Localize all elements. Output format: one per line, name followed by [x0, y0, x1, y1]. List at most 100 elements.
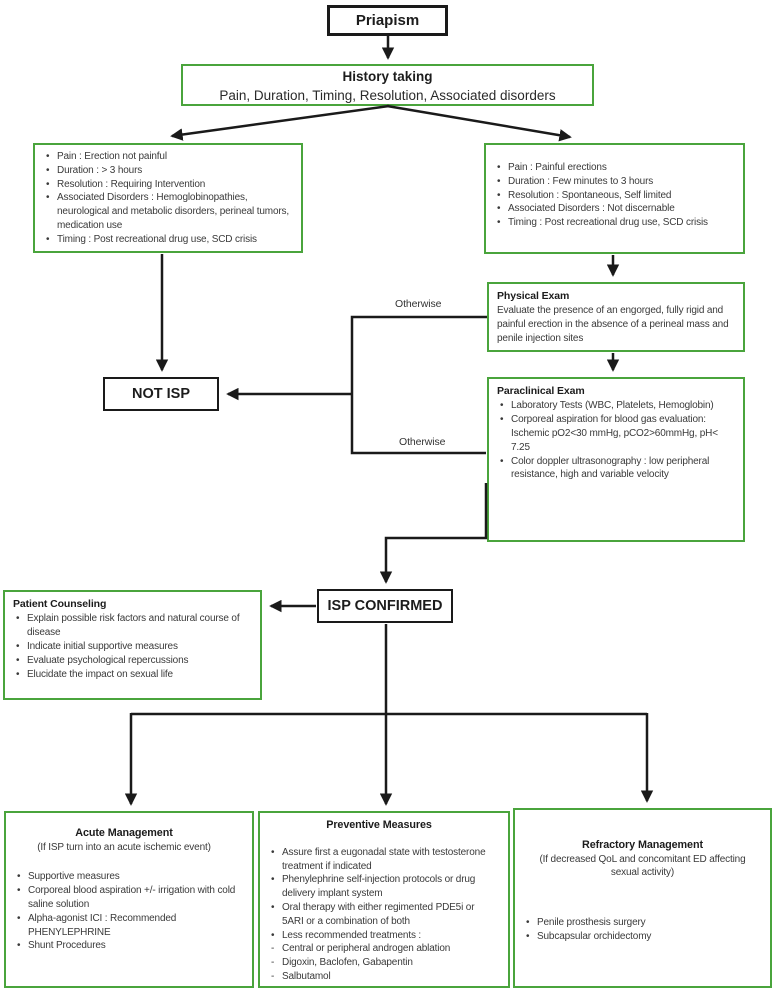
otherwise-label-top: Otherwise [395, 298, 442, 310]
bullet-marker: • [500, 455, 504, 467]
bullet-item: • Elucidate the impact on sexual life [5, 668, 246, 682]
bullet-text: Subcapsular orchidectomy [537, 930, 652, 942]
ischemic-criteria-node: • Pain : Painful erections • Duration : … [484, 143, 745, 254]
bullet-item: • Resolution : Spontaneous, Self limited [486, 189, 741, 203]
preventive-title: Preventive Measures [326, 819, 432, 831]
acute-title: Acute Management [75, 827, 173, 839]
criteria-list: • Pain : Painful erections • Duration : … [486, 161, 741, 230]
criteria-list: • Pain : Erection not painful • Duration… [35, 150, 297, 247]
paraclinical-exam-title: Paraclinical Exam [497, 385, 585, 397]
refractory-subtitle: (If decreased QoL and concomitant ED aff… [539, 853, 746, 879]
bullet-marker: • [271, 902, 275, 914]
bullet-text: Pain : Painful erections [508, 162, 607, 173]
bullet-item: • Supportive measures [6, 870, 242, 884]
otherwise-label-bottom: Otherwise [399, 436, 446, 448]
bullet-text: Corporeal blood aspiration +/- irrigatio… [28, 885, 236, 910]
history-title: History taking [342, 69, 433, 84]
bullet-marker: • [17, 912, 21, 924]
bullet-item: - Central or peripheral androgen ablatio… [260, 942, 498, 956]
physical-exam-body: Evaluate the presence of an engorged, fu… [497, 305, 729, 345]
refractory-list: • Penile prosthesis surgery • Subcapsula… [515, 916, 770, 944]
bullet-text: Alpha-agonist ICI : Recommended PHENYLEP… [28, 912, 177, 938]
bullet-marker: • [271, 874, 275, 886]
preventive-measures-node: Preventive Measures • Assure first a eug… [258, 811, 510, 988]
bullet-item: • Explain possible risk factors and natu… [5, 612, 246, 640]
bullet-marker: - [271, 943, 275, 955]
bullet-item: - Salbutamol [260, 970, 498, 984]
bullet-text: Color doppler ultrasonography : low peri… [511, 455, 710, 481]
bullet-marker: • [46, 151, 50, 162]
bullet-text: Resolution : Spontaneous, Self limited [508, 189, 672, 201]
bullet-marker: • [497, 175, 501, 187]
bullet-marker: - [271, 957, 275, 969]
bullet-marker: • [497, 203, 501, 215]
bullet-item: • Evaluate psychological repercussions [5, 654, 246, 668]
bullet-text: Laboratory Tests (WBC, Platelets, Hemogl… [511, 400, 714, 412]
bullet-item: • Associated Disorders : Not discernable [486, 202, 741, 216]
patient-counseling-list: • Explain possible risk factors and natu… [5, 612, 246, 681]
bullet-item: • Corporeal aspiration for blood gas eva… [489, 413, 725, 454]
bullet-item: • Duration : Few minutes to 3 hours [486, 175, 741, 189]
bullet-item: • Timing : Post recreational drug use, S… [486, 216, 741, 230]
refractory-management-node: Refractory Management (If decreased QoL … [513, 808, 772, 988]
bullet-item: • Less recommended treatments : [260, 929, 498, 943]
history-taking-node: History taking Pain, Duration, Timing, R… [181, 64, 594, 106]
bullet-text: Assure first a eugonadal state with test… [282, 846, 486, 872]
bullet-text: Pain : Erection not painful [57, 151, 167, 162]
bullet-marker: • [17, 871, 21, 883]
bullet-marker: • [16, 654, 20, 666]
bullet-marker: • [497, 189, 501, 201]
patient-counseling-title: Patient Counseling [13, 598, 107, 610]
bullet-marker: • [526, 930, 530, 942]
acute-management-node: Acute Management (If ISP turn into an ac… [4, 811, 254, 988]
bullet-text: Digoxin, Baclofen, Gabapentin [282, 957, 413, 969]
bullet-item: • Subcapsular orchidectomy [515, 930, 770, 944]
bullet-marker: • [500, 414, 504, 426]
non-ischemic-criteria-node: • Pain : Erection not painful • Duration… [33, 143, 303, 253]
bullet-text: Penile prosthesis surgery [537, 916, 646, 928]
not-isp-node: NOT ISP [103, 377, 219, 411]
bullet-item: • Timing : Post recreational drug use, S… [35, 233, 297, 247]
bullet-marker: • [526, 916, 530, 928]
history-subtitle: Pain, Duration, Timing, Resolution, Asso… [219, 87, 556, 103]
acute-list: • Supportive measures • Corporeal blood … [6, 870, 242, 953]
bullet-text: Associated Disorders : Hemoglobinopathie… [57, 192, 290, 231]
bullet-marker: • [271, 929, 275, 941]
bullet-text: Less recommended treatments : [282, 929, 422, 941]
bullet-text: Duration : > 3 hours [57, 164, 143, 176]
bullet-marker: • [500, 400, 504, 412]
bullet-item: • Duration : > 3 hours [35, 164, 297, 178]
bullet-marker: • [16, 613, 20, 625]
bullet-item: • Shunt Procedures [6, 939, 242, 953]
bullet-marker: • [271, 846, 275, 858]
bullet-marker: • [46, 233, 50, 245]
bullet-text: Resolution : Requiring Intervention [57, 178, 206, 190]
patient-counseling-node: Patient Counseling • Explain possible ri… [3, 590, 262, 700]
bullet-text: Oral therapy with either regimented PDE5… [282, 902, 475, 927]
bullet-text: Elucidate the impact on sexual life [27, 668, 173, 680]
bullet-text: Central or peripheral androgen ablation [282, 943, 451, 955]
bullet-text: Timing : Post recreational drug use, SCD… [57, 233, 257, 245]
bullet-item: - Digoxin, Baclofen, Gabapentin [260, 956, 498, 970]
bullet-item: • Color doppler ultrasonography : low pe… [489, 455, 725, 483]
bullet-text: Salbutamol [282, 971, 331, 983]
bullet-marker: • [46, 164, 50, 176]
bullet-marker: • [497, 217, 501, 229]
bullet-item: • Laboratory Tests (WBC, Platelets, Hemo… [489, 399, 725, 413]
bullet-item: • Oral therapy with either regimented PD… [260, 901, 498, 929]
bullet-marker: • [17, 940, 21, 952]
bullet-text: Evaluate psychological repercussions [27, 654, 189, 666]
bullet-text: Corporeal aspiration for blood gas evalu… [511, 414, 718, 453]
bullet-item: • Resolution : Requiring Intervention [35, 178, 297, 192]
bullet-marker: • [46, 178, 50, 190]
bullet-marker: • [16, 641, 20, 653]
bullet-text: Supportive measures [28, 871, 120, 883]
bullet-marker: • [17, 885, 21, 897]
bullet-marker: - [271, 971, 275, 983]
bullet-item: • Pain : Painful erections [486, 161, 741, 175]
bullet-text: Timing : Post recreational drug use, SCD… [508, 217, 708, 229]
bullet-marker: • [46, 192, 50, 204]
bullet-item: • Indicate initial supportive measures [5, 640, 246, 654]
bullet-item: • Associated Disorders : Hemoglobinopath… [35, 191, 297, 232]
